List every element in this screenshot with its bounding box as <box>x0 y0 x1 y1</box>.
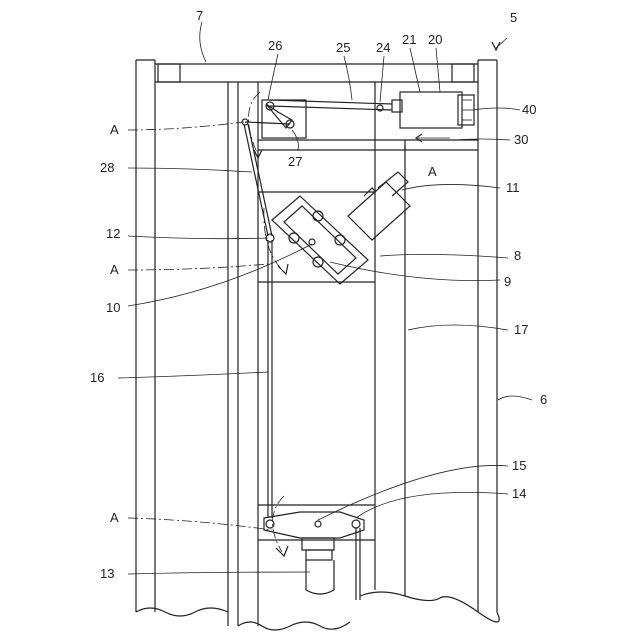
reference-labels: 5 7 26 25 24 21 20 40 30 A 27 A 28 11 12… <box>90 8 547 581</box>
label-16: 16 <box>90 370 104 385</box>
label-6: 6 <box>540 392 547 407</box>
label-20: 20 <box>428 32 442 47</box>
cable-linkage <box>242 92 392 158</box>
label-11: 11 <box>506 180 520 195</box>
label-21: 21 <box>402 32 416 47</box>
label-28: 28 <box>100 160 114 175</box>
label-7: 7 <box>196 8 203 23</box>
label-40: 40 <box>522 102 536 117</box>
label-26: 26 <box>268 38 282 53</box>
actuator-unit <box>392 92 474 128</box>
label-13: 13 <box>100 566 114 581</box>
rotating-mechanism <box>264 172 410 284</box>
cut-line <box>136 592 499 630</box>
label-17: 17 <box>514 322 528 337</box>
label-27: 27 <box>288 154 302 169</box>
label-9: 9 <box>504 274 511 289</box>
label-14: 14 <box>512 486 526 501</box>
label-10: 10 <box>106 300 120 315</box>
label-15: 15 <box>512 458 526 473</box>
leader-lines <box>118 22 532 574</box>
outer-frame <box>136 60 497 626</box>
label-25: 25 <box>336 40 350 55</box>
label-A-2: A <box>110 262 119 277</box>
label-30: 30 <box>514 132 528 147</box>
label-24: 24 <box>376 40 390 55</box>
label-A-1: A <box>110 122 119 137</box>
label-A-3: A <box>110 510 119 525</box>
label-8: 8 <box>514 248 521 263</box>
label-12: 12 <box>106 226 120 241</box>
bottom-lever <box>264 496 364 600</box>
label-A-30: A <box>428 164 437 179</box>
label-5: 5 <box>510 10 517 25</box>
